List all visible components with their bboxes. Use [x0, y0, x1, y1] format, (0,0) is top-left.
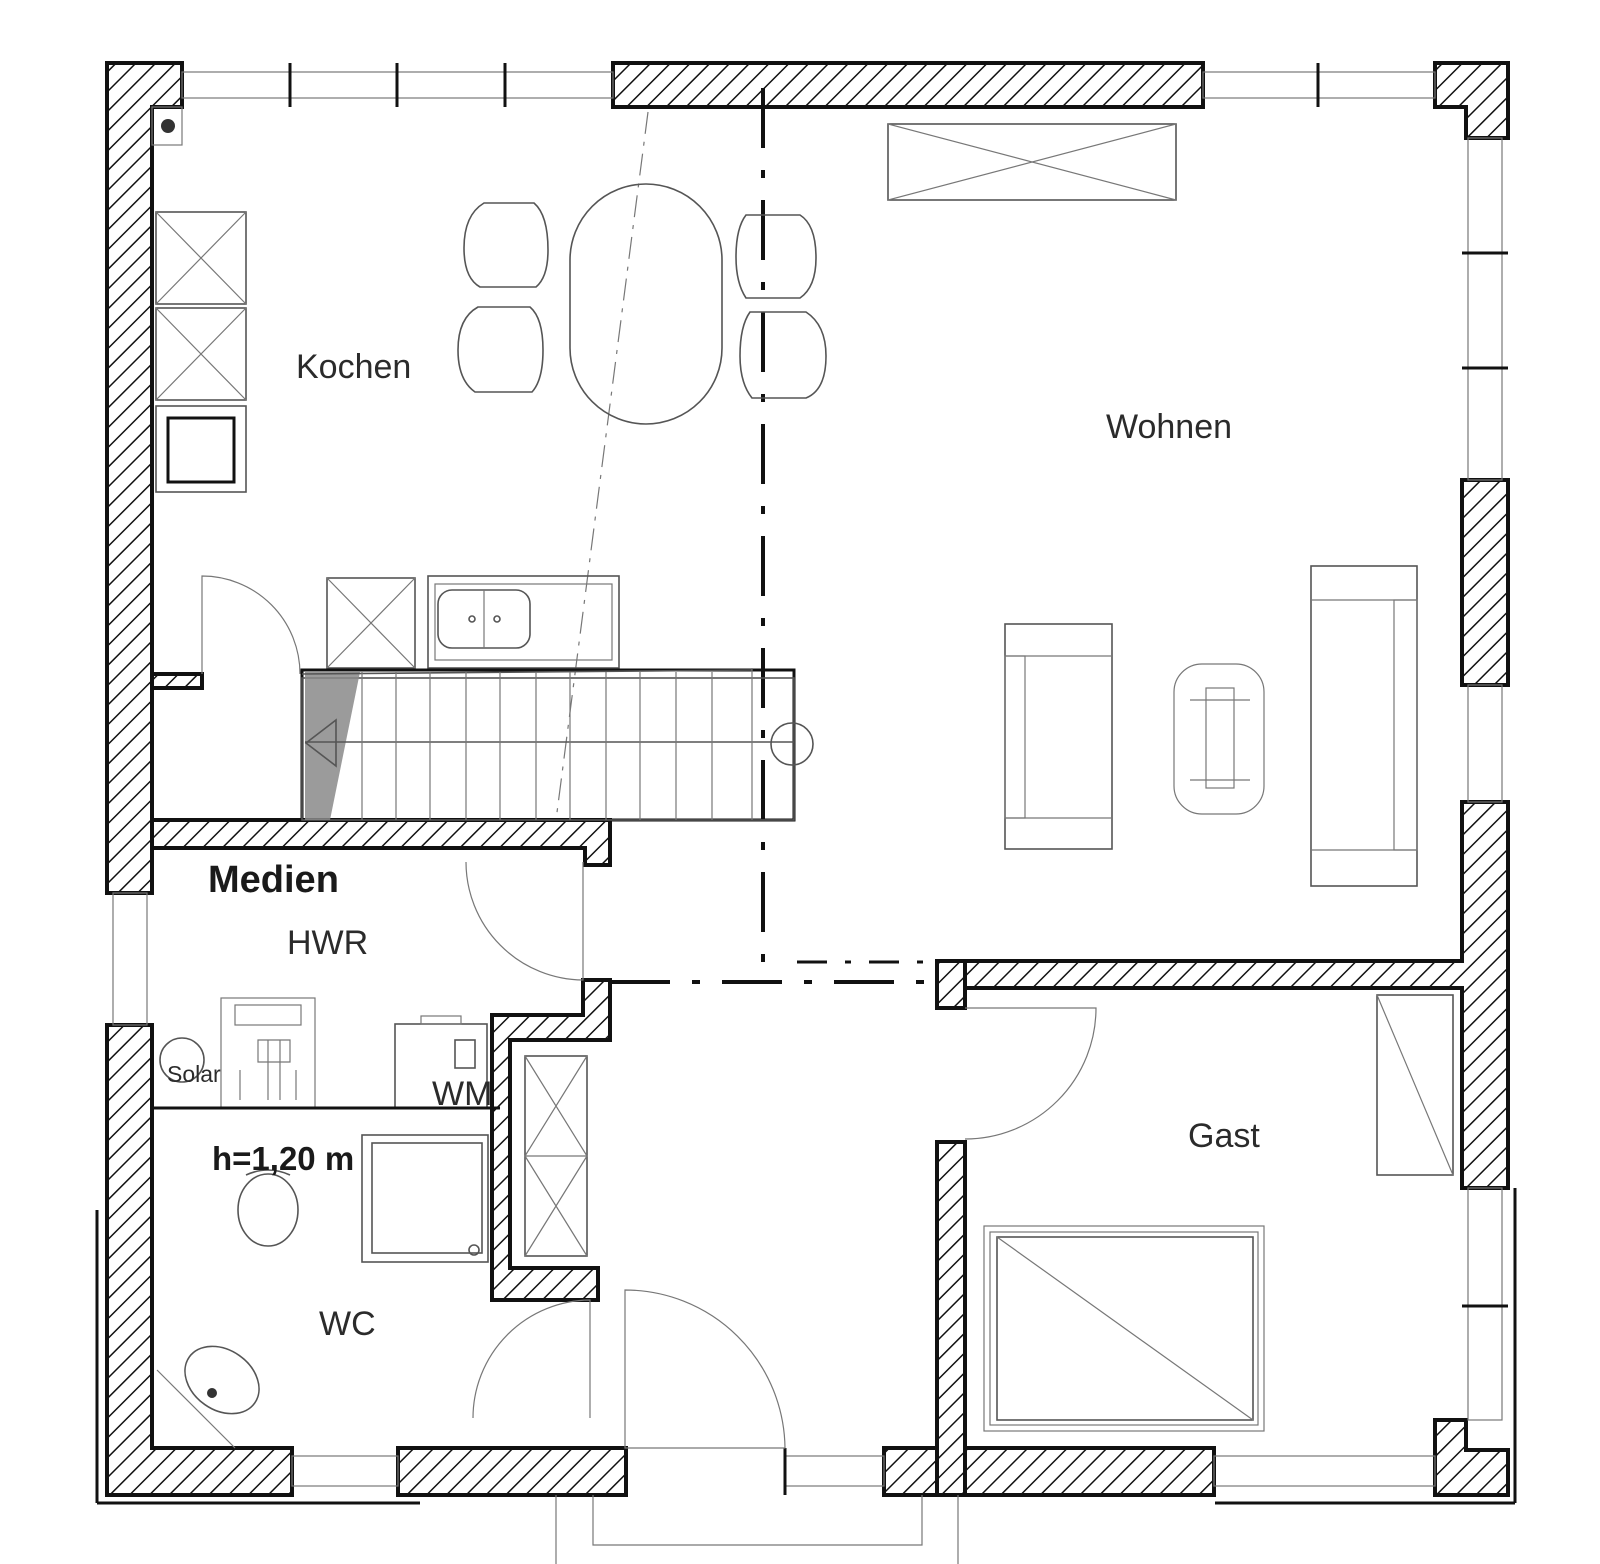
height-note: h=1,20 m [212, 1140, 354, 1177]
staircase [300, 668, 814, 822]
guest-furniture [983, 994, 1454, 1432]
room-label-medien: Medien [208, 859, 339, 901]
solar-label: Solar [167, 1061, 221, 1087]
windows [95, 63, 1517, 1564]
room-label-gast: Gast [1188, 1117, 1260, 1155]
room-labels: Kochen Wohnen Medien HWR Solar WM h=1,20… [167, 348, 1260, 1343]
chimney-icon [161, 119, 175, 133]
living-furniture [887, 123, 1418, 887]
door-swings [201, 575, 1097, 1449]
room-label-wohnen: Wohnen [1106, 408, 1232, 446]
dining-furniture [457, 183, 827, 425]
room-label-hwr: HWR [287, 924, 368, 962]
room-label-kochen: Kochen [296, 348, 411, 386]
kitchen-furniture [151, 106, 620, 669]
section-lines [555, 88, 937, 984]
wm-label: WM [432, 1075, 492, 1113]
wc-furniture [156, 1055, 588, 1449]
interior-walls [150, 672, 967, 1497]
room-label-wc: WC [319, 1305, 376, 1343]
hwr-furniture [152, 997, 500, 1110]
